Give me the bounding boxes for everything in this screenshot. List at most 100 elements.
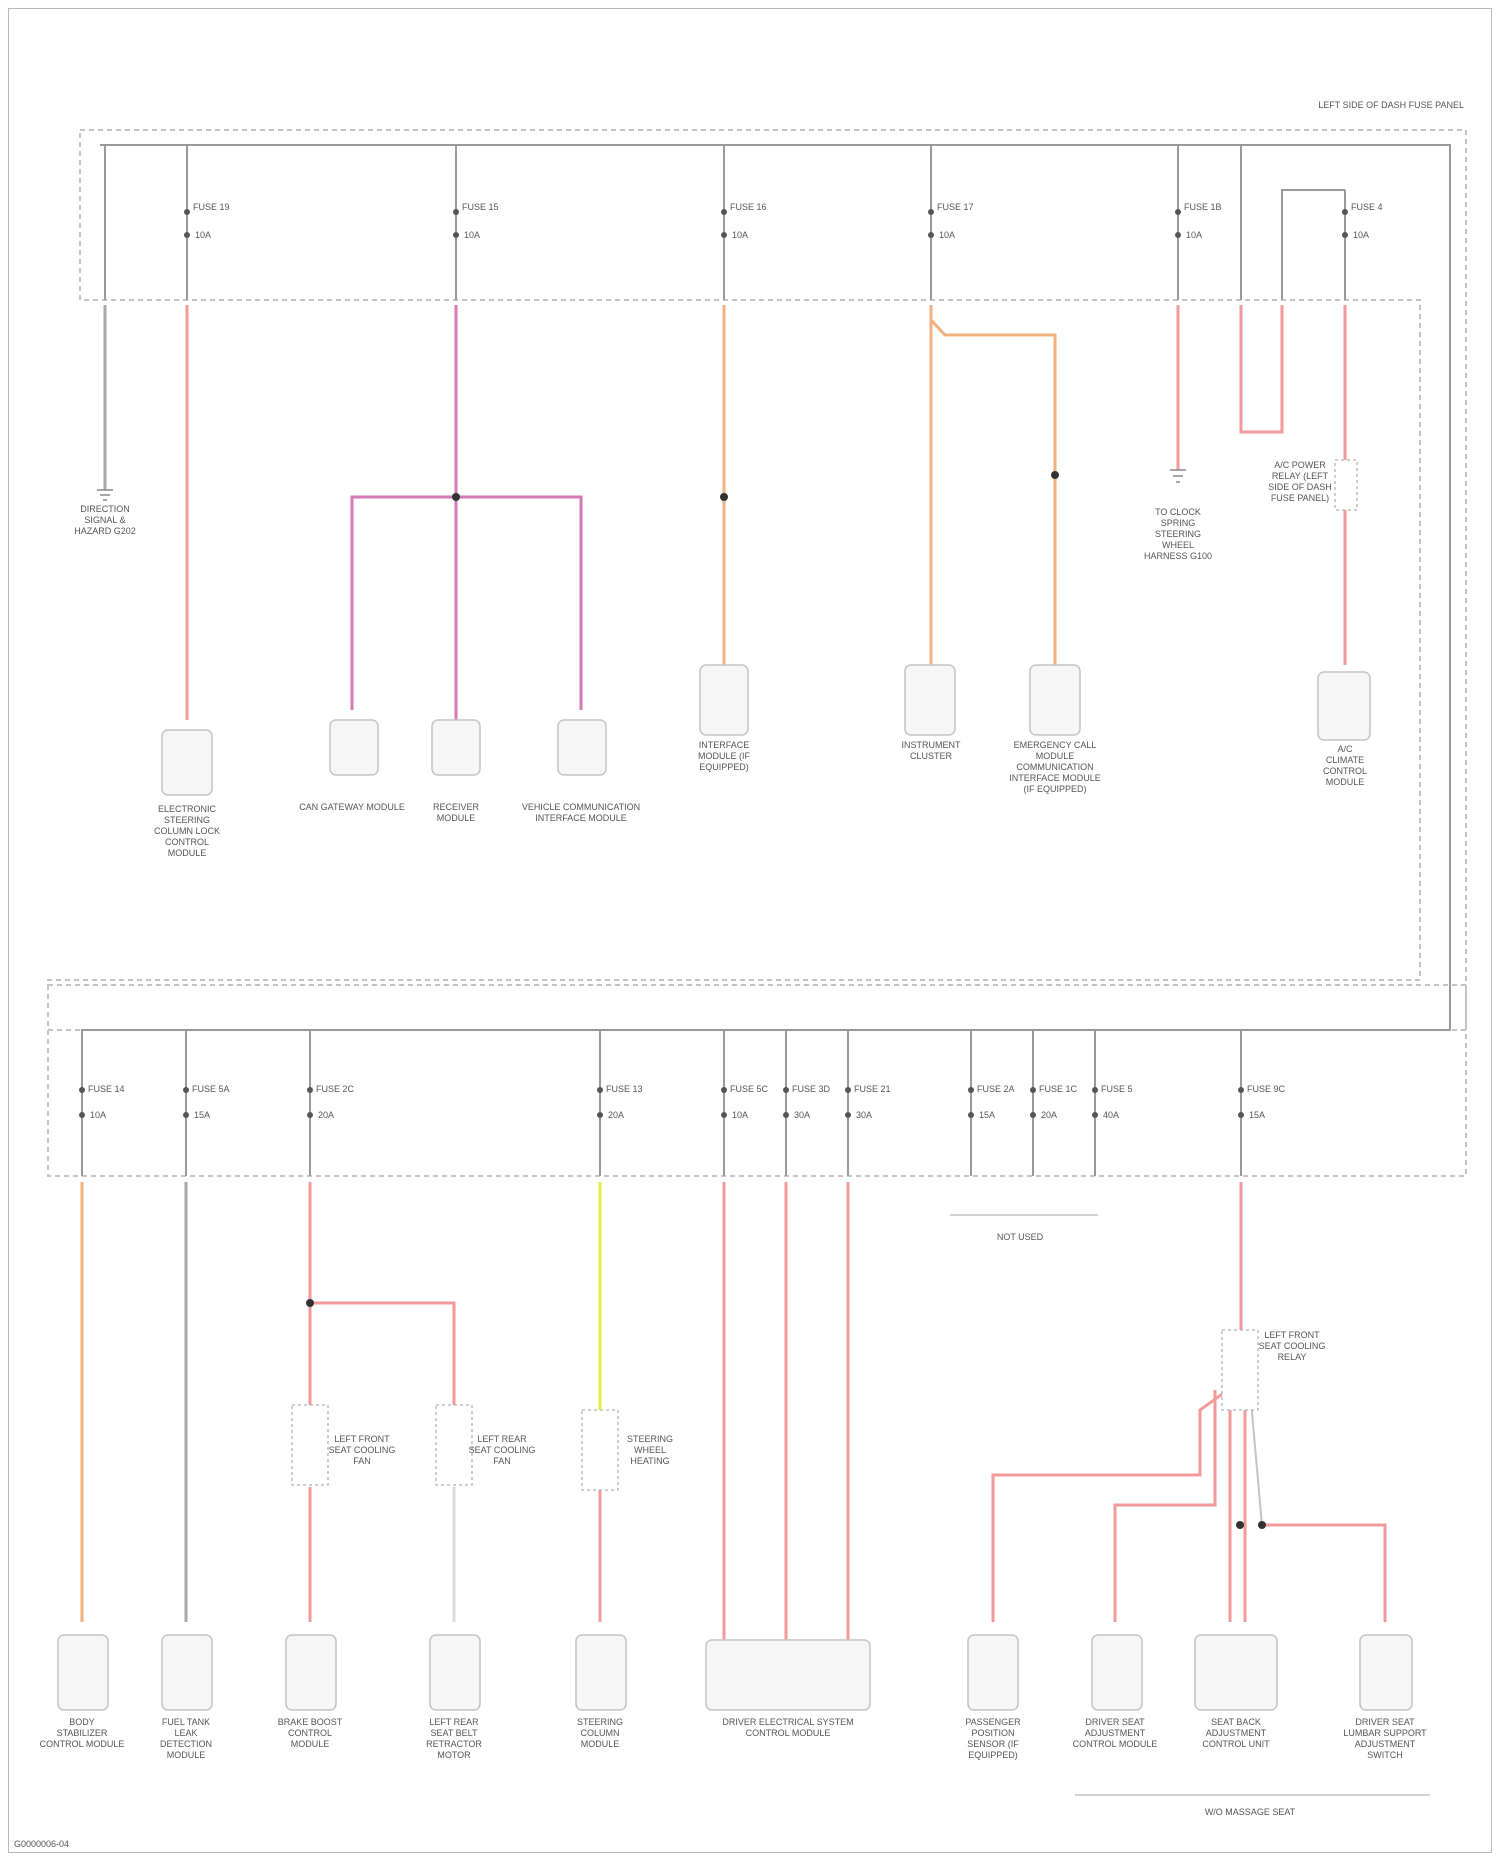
fuse-node [1030, 1112, 1036, 1118]
component-connector [162, 1635, 212, 1710]
component-label: CAN GATEWAY MODULE [299, 802, 405, 812]
fuse-node [1175, 209, 1181, 215]
panel-title: LEFT SIDE OF DASH FUSE PANEL [1318, 100, 1464, 110]
component-connector [162, 730, 212, 795]
fuse-label: FUSE 17 [937, 202, 974, 212]
component-label: BODYSTABILIZERCONTROL MODULE [40, 1717, 125, 1749]
fuse-rating: 15A [1249, 1110, 1265, 1120]
connectors-bottom [58, 1635, 1412, 1710]
fuse-label: FUSE 1B [1184, 202, 1222, 212]
fuse-node [453, 209, 459, 215]
fuse-node [307, 1087, 313, 1093]
fuse-node [1092, 1112, 1098, 1118]
component-connector [1318, 672, 1370, 740]
component-connector [1030, 665, 1080, 735]
fuse-node [79, 1087, 85, 1093]
fuse-node [183, 1087, 189, 1093]
wires-bottom [82, 1182, 1385, 1640]
fuse-node [783, 1112, 789, 1118]
fuse-node [1342, 232, 1348, 238]
component-connector [1360, 1635, 1412, 1710]
component-connector [905, 665, 955, 735]
figure-id: G0000006-04 [14, 1839, 69, 1849]
battery-bus-top [82, 145, 1450, 1176]
fuse-node [845, 1112, 851, 1118]
fuse-node [968, 1087, 974, 1093]
component-label: ELECTRONICSTEERINGCOLUMN LOCKCONTROLMODU… [154, 804, 220, 858]
fuse-group-top [105, 145, 1345, 300]
fuse-rating: 10A [195, 230, 211, 240]
fuse-node [721, 209, 727, 215]
fuse-label: FUSE 15 [462, 202, 499, 212]
ground-symbol [1170, 470, 1186, 482]
relay-label: STEERINGWHEELHEATING [627, 1434, 673, 1466]
fuse-label: FUSE 5C [730, 1084, 769, 1094]
fuse-label: FUSE 16 [730, 202, 767, 212]
fuse-node [1175, 232, 1181, 238]
component-connector [430, 1635, 480, 1710]
component-connector [1195, 1635, 1277, 1710]
fuse-rating: 10A [939, 230, 955, 240]
seat-group-label: W/O MASSAGE SEAT [1205, 1807, 1296, 1817]
fuse-panel-top [48, 130, 1466, 1030]
fuse-node [928, 232, 934, 238]
fuse-node [184, 209, 190, 215]
fuse-rating: 30A [856, 1110, 872, 1120]
fuse-label: FUSE 9C [1247, 1084, 1286, 1094]
fuse-node [453, 232, 459, 238]
component-connector [700, 665, 748, 735]
fuse-rating: 30A [794, 1110, 810, 1120]
fuse-rating: 10A [1186, 230, 1202, 240]
relay-box [1222, 1330, 1258, 1410]
fuse-label: FUSE 4 [1351, 202, 1383, 212]
fuse-rating: 20A [318, 1110, 334, 1120]
fuse-node [1092, 1087, 1098, 1093]
fuse-node [928, 209, 934, 215]
fuse-label: FUSE 2C [316, 1084, 355, 1094]
relay-label: LEFT REARSEAT COOLINGFAN [469, 1434, 536, 1466]
fuse-label: FUSE 2A [977, 1084, 1015, 1094]
fuse-rating: 10A [464, 230, 480, 240]
fuse-label: FUSE 3D [792, 1084, 831, 1094]
fuse-node [721, 1087, 727, 1093]
component-connector [286, 1635, 336, 1710]
fuse-node [1238, 1087, 1244, 1093]
fuse-panel-bottom [48, 985, 1466, 1176]
fuse-node [721, 1112, 727, 1118]
fuse-label: FUSE 13 [606, 1084, 643, 1094]
relay-box [436, 1405, 472, 1485]
fuse-rating: 15A [194, 1110, 210, 1120]
fuse-label: FUSE 5A [192, 1084, 230, 1094]
fuse-node [184, 232, 190, 238]
fuse-node [845, 1087, 851, 1093]
fuse-node [597, 1112, 603, 1118]
fuse-node [79, 1112, 85, 1118]
component-connector [432, 720, 480, 775]
fuse-group-bottom [82, 1030, 1241, 1176]
relay-box [1335, 460, 1357, 510]
relay-box [582, 1410, 618, 1490]
fuse-node [307, 1112, 313, 1118]
component-connector [576, 1635, 626, 1710]
fuse-rating: 20A [608, 1110, 624, 1120]
relays-bottom [292, 1330, 1258, 1490]
component-label: VEHICLE COMMUNICATIONINTERFACE MODULE [522, 802, 640, 823]
fuse-node [597, 1087, 603, 1093]
fuse-label: FUSE 19 [193, 202, 230, 212]
not-used-label: NOT USED [997, 1232, 1044, 1242]
component-connector [58, 1635, 108, 1710]
component-connector [706, 1640, 870, 1710]
seat-group: W/O MASSAGE SEAT [1075, 1795, 1430, 1817]
fuse-rating: 10A [1353, 230, 1369, 240]
